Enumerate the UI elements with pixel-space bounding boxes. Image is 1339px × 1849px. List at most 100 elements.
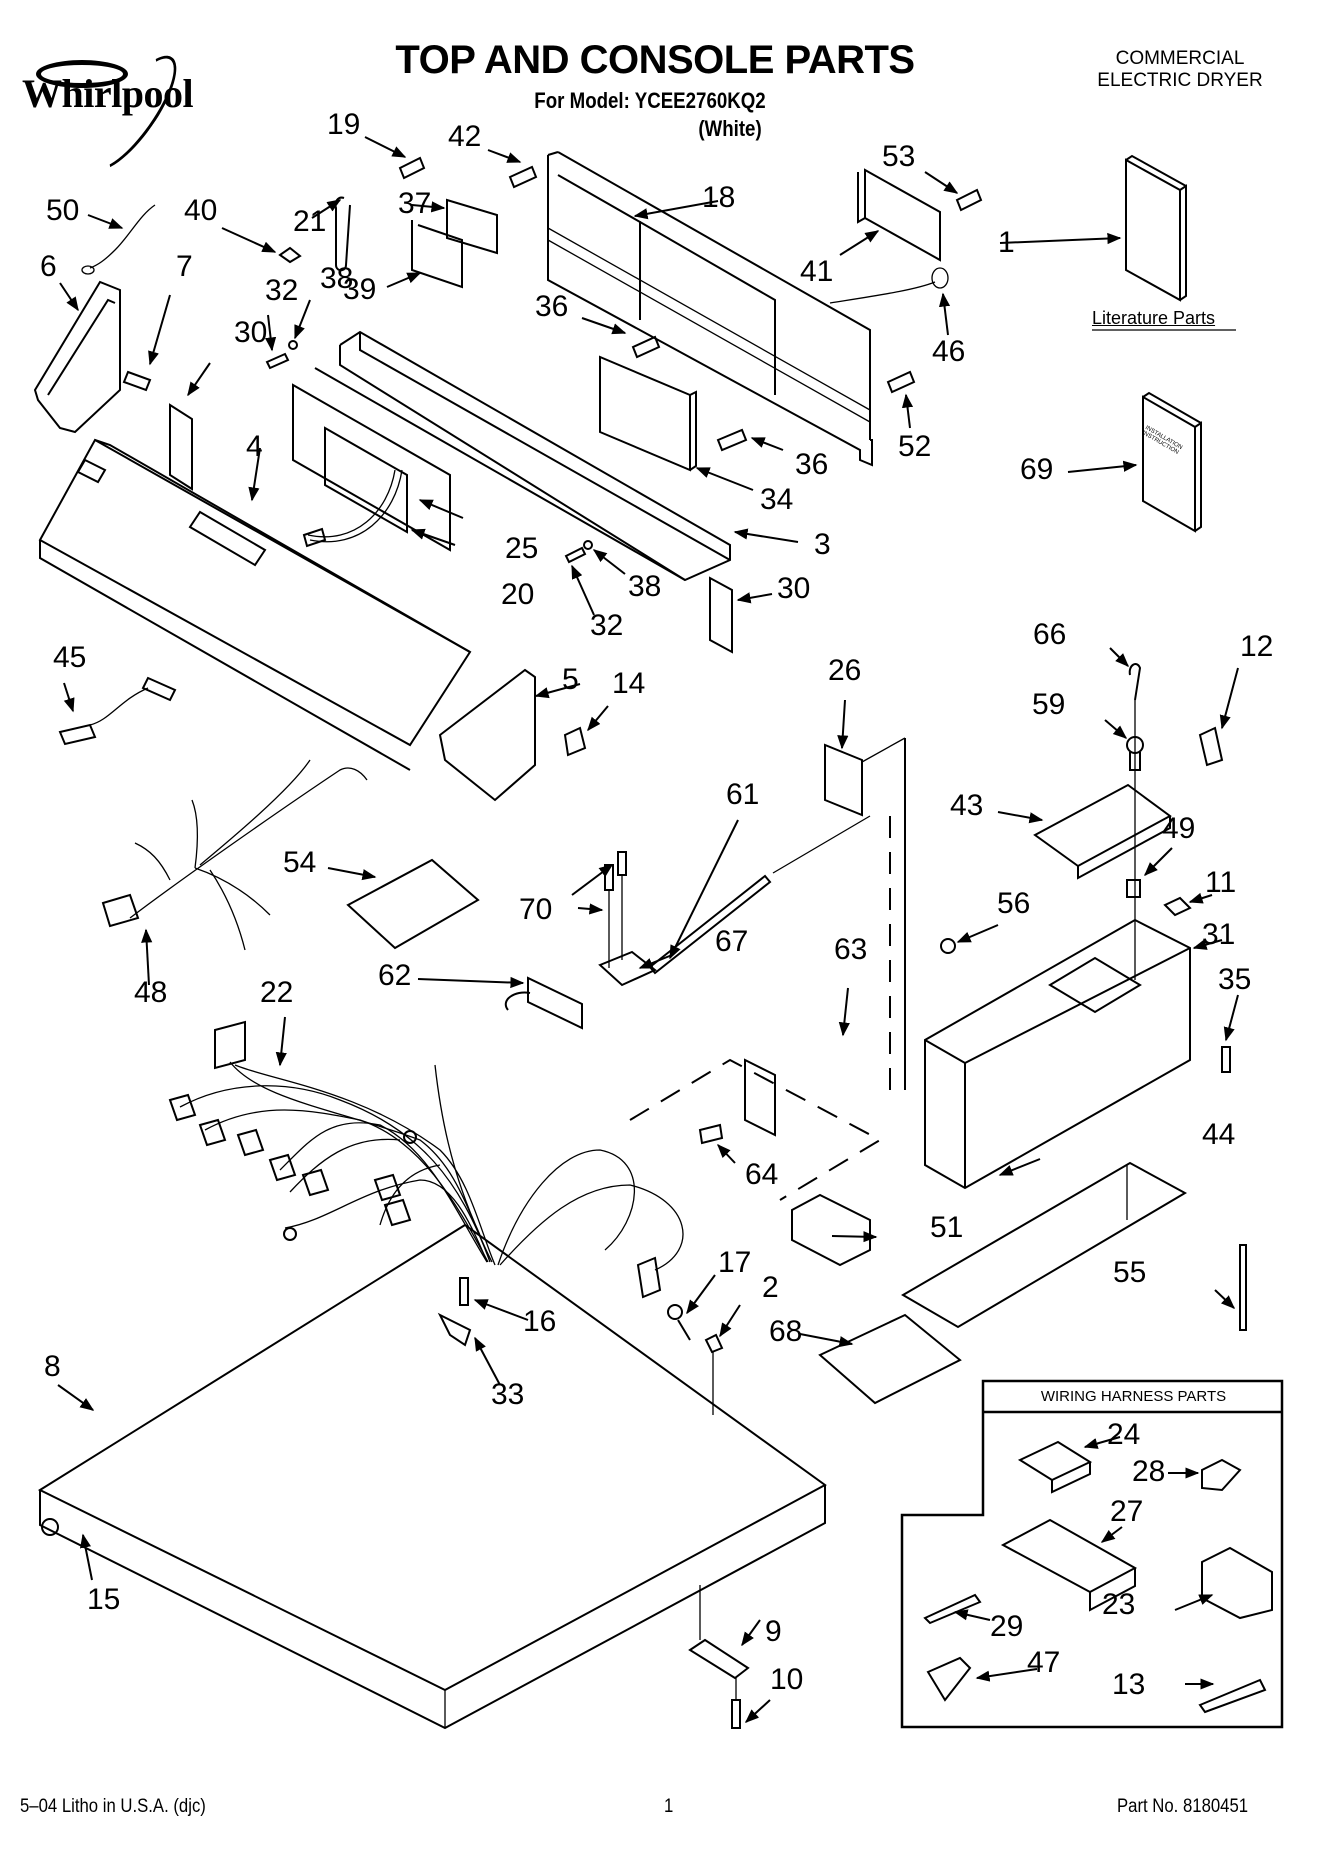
callout-14: 14 [612,667,646,700]
key-66 [1128,663,1142,701]
clip-14 [563,726,587,757]
bracket-39 [411,220,463,289]
callout-24: 24 [1107,1418,1141,1451]
main-harness-22 [168,1020,684,1299]
callout-31: 31 [1202,918,1236,951]
callout-51: 51 [930,1211,964,1244]
pad-68 [818,1313,962,1405]
callout-12: 12 [1240,630,1274,663]
callout-22: 22 [260,976,294,1009]
switch-12 [1198,726,1224,767]
screw-17 [667,1304,691,1341]
clip-33 [437,1312,472,1347]
callout-5: 5 [562,663,579,696]
grommet-40 [278,246,302,264]
callout-16: 16 [523,1305,557,1338]
callout-45: 45 [53,641,87,674]
console-backsplash-18 [547,151,873,467]
clip-47 [926,1656,972,1702]
callout-3: 3 [814,528,831,561]
plate-37 [446,198,498,255]
callout-36: 36 [535,290,569,323]
callout-27: 27 [1110,1495,1144,1528]
model-line: For Model: YCEE2760KQ2 [534,88,766,113]
spacer-38-lower [583,540,593,550]
terminal-29 [923,1593,982,1625]
bracket-9 [688,1638,750,1680]
screw-53 [955,188,983,212]
callout-38: 38 [628,570,662,603]
callout-44: 44 [1202,1118,1236,1151]
bracket-26 [824,743,863,817]
callout-67: 67 [715,925,749,958]
connector-20 [302,527,327,548]
console-frame-3 [314,330,731,582]
screw-70-lower [604,864,614,891]
callout-40: 40 [184,194,218,227]
end-cap-5 [438,668,536,802]
screw-52 [886,370,916,394]
screw-42 [508,165,538,189]
callout-21: 21 [293,205,327,238]
callout-33: 33 [491,1378,525,1411]
housing-23 [1201,1546,1273,1620]
callout-32: 32 [590,609,624,642]
screw-36-lower [716,428,748,452]
connector-11 [1163,896,1192,917]
screw-19 [398,156,426,180]
callout-68: 68 [769,1315,803,1348]
callout-39: 39 [343,273,377,306]
callout-29: 29 [990,1610,1024,1643]
connector-27 [1000,1518,1138,1612]
logo-ring-icon [36,60,128,88]
product-type: COMMERCIAL ELECTRIC DRYER [1080,48,1280,92]
ground-wire-50 [81,204,156,275]
control-board-34 [599,355,697,472]
literature-parts-label: Literature Parts [1092,308,1216,328]
screw-16 [459,1277,469,1306]
callout-70: 70 [519,893,553,926]
callout-62: 62 [378,959,412,992]
callout-49: 49 [1162,812,1196,845]
overlay-30-right [709,576,733,654]
callout-1: 1 [998,226,1015,259]
callout-10: 10 [770,1663,804,1696]
pad-54 [346,858,480,950]
callout-15: 15 [87,1583,121,1616]
installation-manual-69 [1142,391,1202,533]
sensor-55 [1239,1244,1247,1331]
callout-35: 35 [1218,963,1252,996]
top-panel-8 [37,1223,827,1730]
callout-55: 55 [1113,1256,1147,1289]
callout-17: 17 [718,1246,752,1279]
callout-53: 53 [882,140,916,173]
spacer-38-upper [288,340,298,350]
cabinet-housing-31 [924,918,1191,1190]
callout-46: 46 [932,335,966,368]
callout-66: 66 [1033,618,1067,651]
footer-litho: 5–04 Litho in U.S.A. (djc) [20,1796,206,1817]
screw-35 [1221,1046,1231,1073]
callout-54: 54 [283,846,317,879]
callout-59: 59 [1032,688,1066,721]
callout-7: 7 [176,250,193,283]
bracket-41 [857,168,941,262]
page-title: TOP AND CONSOLE PARTS [395,38,915,82]
footer-part-number: Part No. 8180451 [1117,1796,1249,1817]
callout-18: 18 [702,181,736,214]
callout-23: 23 [1102,1588,1136,1621]
harness-45 [58,676,177,746]
brand-name: Whirlpool [22,71,194,116]
callout-11: 11 [1205,866,1237,899]
hinge-21 [334,196,351,272]
pin-32-upper [265,352,290,370]
callout-64: 64 [745,1158,779,1191]
callout-6: 6 [40,250,57,283]
callout-38: 38 [320,262,354,295]
pin-32-lower [564,546,587,564]
base-plate-44 [901,1161,1188,1329]
console-panel-4 [38,438,472,771]
plate-67 [598,950,657,987]
footer-page-number: 1 [664,1796,674,1817]
